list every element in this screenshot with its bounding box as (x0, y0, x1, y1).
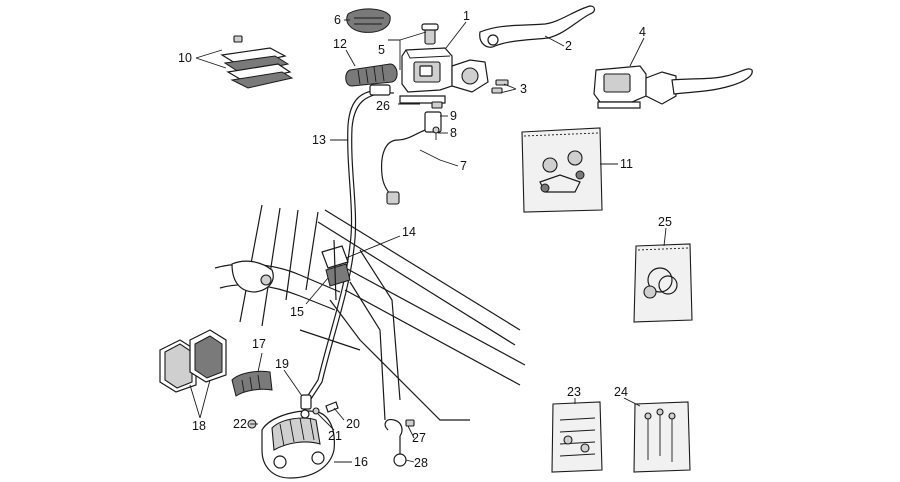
callout-13: 13 (312, 133, 326, 147)
callout-16: 16 (354, 455, 368, 469)
callout-labels: 1 2 3 4 5 6 7 8 9 10 11 12 13 14 15 16 1… (178, 9, 672, 470)
caliper-seal-kit-bag (633, 243, 693, 323)
master-cylinder-assembly (593, 65, 753, 109)
callout-6: 6 (334, 13, 341, 27)
callout-17: 17 (252, 337, 266, 351)
callout-15: 15 (290, 305, 304, 319)
callout-4: 4 (639, 25, 646, 39)
master-cylinder (399, 23, 489, 104)
brake-lever (479, 5, 596, 48)
callout-11: 11 (620, 157, 633, 171)
callout-22: 22 (233, 417, 247, 431)
reservoir-diaphragm (220, 35, 294, 89)
callout-27: 27 (412, 431, 426, 445)
brake-hose (300, 84, 395, 410)
seal-kit-bag (521, 127, 603, 213)
callout-18: 18 (192, 419, 206, 433)
callout-1: 1 (463, 9, 470, 23)
callout-24: 24 (614, 385, 628, 399)
callout-19: 19 (275, 357, 289, 371)
callout-25: 25 (658, 215, 672, 229)
reservoir-cap (346, 8, 391, 33)
callout-3: 3 (520, 82, 527, 96)
callout-21: 21 (328, 429, 342, 443)
caliper-small-parts (247, 401, 415, 467)
bolt-kit-bag (633, 401, 691, 473)
callout-10: 10 (178, 51, 192, 65)
handlebar-grip (345, 63, 398, 87)
hose-clamp (321, 239, 351, 301)
callout-2: 2 (565, 39, 572, 53)
callout-9: 9 (450, 109, 457, 123)
brake-pads (159, 329, 227, 393)
callout-7: 7 (460, 159, 467, 173)
callout-12: 12 (333, 37, 347, 51)
fasteners (431, 79, 509, 140)
pad-spring (231, 370, 273, 397)
callout-5: 5 (378, 43, 385, 57)
callout-28: 28 (414, 456, 428, 470)
callout-8: 8 (450, 126, 457, 140)
stop-switch-cable (380, 111, 442, 205)
brake-caliper (261, 410, 335, 479)
callout-23: 23 (567, 385, 581, 399)
callout-26: 26 (376, 99, 390, 113)
callout-14: 14 (402, 225, 416, 239)
pin-kit-bag (551, 401, 603, 473)
leader-lines (189, 19, 667, 463)
callout-20: 20 (346, 417, 360, 431)
